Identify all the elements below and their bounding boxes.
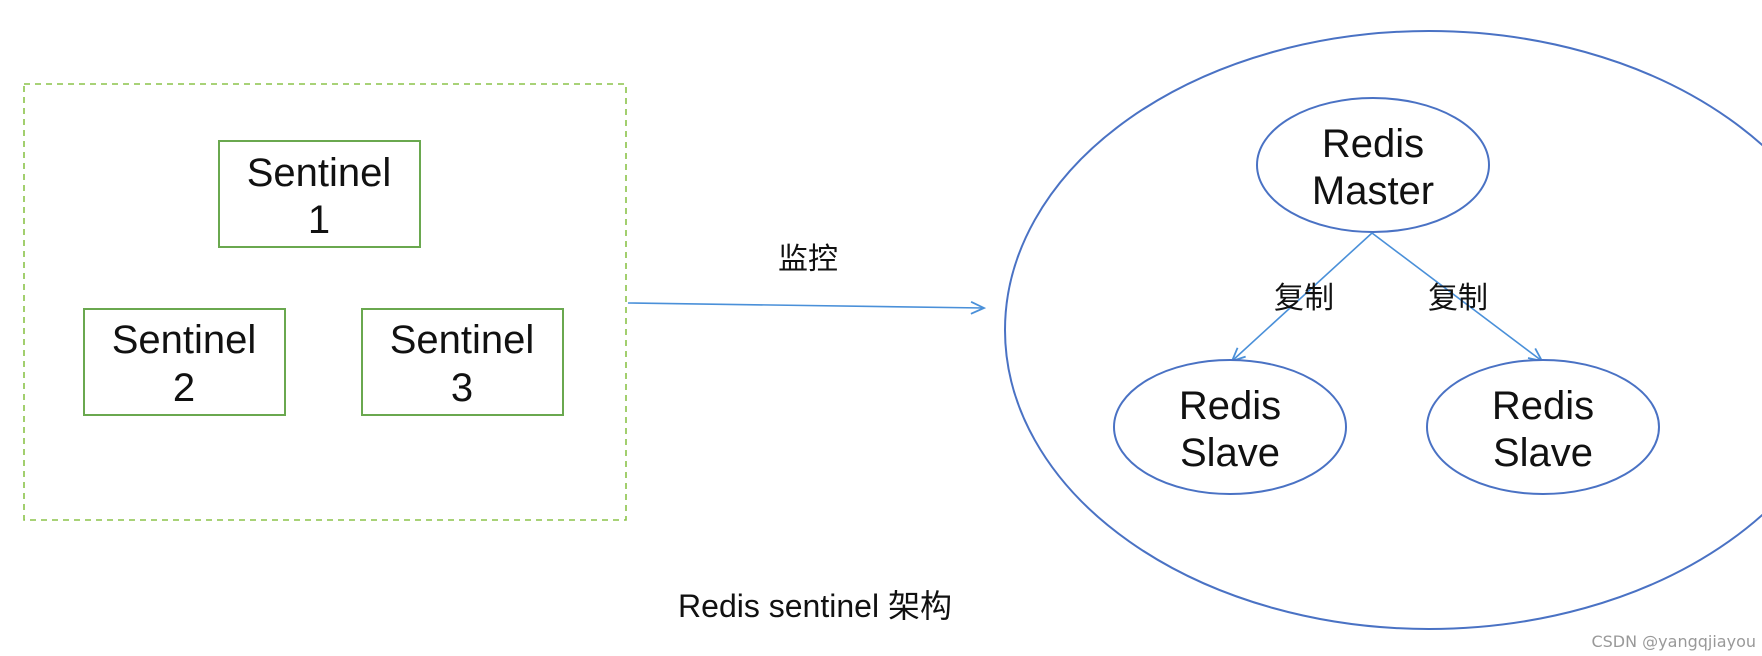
sentinel-1-box [218, 140, 421, 248]
sentinel-3-number: 3 [451, 366, 473, 410]
redis-slave-2-label-line2: Slave [1493, 431, 1593, 475]
sentinel-3-box [361, 308, 564, 416]
redis-slave-2-ellipse [1426, 359, 1660, 495]
replicate-arrow-left [1232, 232, 1373, 361]
redis-master-label-line2: Master [1312, 169, 1434, 213]
replicate-label-right: 复制 [1428, 281, 1488, 316]
replicate-arrow-right [1371, 232, 1542, 361]
redis-slave-1-node: Redis Slave [1113, 359, 1347, 495]
redis-slave-1-ellipse [1113, 359, 1347, 495]
diagram-caption: Redis sentinel 架构 [678, 588, 952, 624]
sentinel-2-label: Sentinel [112, 318, 257, 362]
csdn-watermark: CSDN @yangqjiayou [1591, 632, 1756, 651]
sentinel-2-box [83, 308, 286, 416]
monitor-label: 监控 [778, 242, 838, 277]
redis-master-ellipse [1256, 97, 1490, 233]
sentinel-1-node: Sentinel 1 [218, 140, 421, 248]
replicate-label-left: 复制 [1274, 281, 1334, 316]
sentinel-group-box [23, 83, 627, 521]
redis-master-node: Redis Master [1256, 97, 1490, 233]
redis-slave-1-label-line1: Redis [1179, 384, 1281, 428]
redis-cluster-ellipse [1004, 30, 1762, 630]
redis-slave-2-label-line1: Redis [1492, 384, 1594, 428]
sentinel-3-node: Sentinel 3 [361, 308, 564, 416]
monitor-arrow [627, 303, 984, 308]
sentinel-2-number: 2 [173, 366, 195, 410]
sentinel-2-node: Sentinel 2 [83, 308, 286, 416]
redis-master-label-line1: Redis [1322, 122, 1424, 166]
redis-slave-1-label-line2: Slave [1180, 431, 1280, 475]
redis-slave-2-node: Redis Slave [1426, 359, 1660, 495]
sentinel-3-label: Sentinel [390, 318, 535, 362]
sentinel-1-label: Sentinel [247, 151, 392, 195]
sentinel-1-number: 1 [308, 198, 330, 242]
